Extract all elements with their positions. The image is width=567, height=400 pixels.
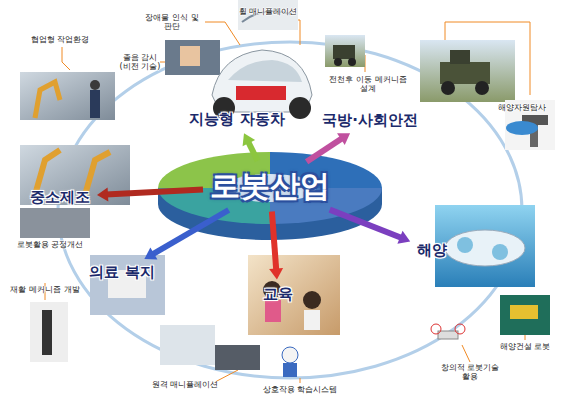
caption-label: 창의적 로봇기술 활용 [440, 363, 500, 381]
caption-label: 로봇활용 공정개선 [10, 240, 90, 249]
arrow-head [337, 133, 350, 145]
connector-arrow [330, 210, 410, 244]
connector-line [330, 210, 402, 238]
cowork-photo [20, 72, 115, 120]
connector-line [106, 190, 203, 195]
category-label: 해양 [413, 239, 451, 262]
vision-photo [165, 40, 220, 75]
donut-chart [158, 152, 382, 240]
caption-label: 해양자원탐사 [492, 103, 552, 112]
category-label: 교육 [259, 283, 297, 306]
connector-arrow [269, 211, 283, 279]
ocean-photos [435, 121, 550, 335]
arrow-head [397, 231, 410, 244]
medical-photos [30, 255, 260, 370]
caption-label: 상호작용 학습시스템 [255, 385, 345, 394]
connector-line [307, 138, 343, 162]
defense-robots [325, 35, 555, 150]
node-text: 의료 복지 [89, 263, 154, 282]
connector-line [248, 141, 258, 161]
node-text: 지능형 자동차 [189, 110, 284, 129]
arrow-head [243, 133, 256, 146]
node-text: 해양 [417, 241, 447, 260]
caption-label: 휠 매니퓰레이션 [233, 7, 303, 16]
connector-arrow [307, 133, 350, 162]
node-text: 중소제조 [30, 188, 90, 207]
connector-line [152, 210, 229, 254]
caption-label: 원격 매니퓰레이션 [150, 380, 220, 389]
education-photos [248, 255, 465, 377]
arrow-head [97, 187, 108, 201]
arrow-head [144, 247, 157, 259]
category-label: 국방·사회안전 [318, 109, 422, 132]
node-text: 로봇산업 [210, 166, 330, 207]
category-label: 중소제조 [26, 186, 94, 209]
car-illustration [212, 50, 312, 119]
node-text: 국방·사회안전 [322, 111, 418, 130]
connector-arrow [243, 133, 258, 161]
category-label: 의료 복지 [85, 261, 159, 284]
caption-label: 재활 메커니즘 개발 [7, 285, 83, 294]
caption-label: 졸음 감시 (비전 기술) [118, 53, 162, 71]
node-text: 교육 [263, 285, 293, 304]
caption-label: 장애물 인식 및 판단 [137, 13, 207, 31]
category-label: 지능형 자동차 [185, 108, 289, 131]
arrow-head [269, 268, 283, 279]
connector-arrow [144, 210, 228, 260]
caption-label: 해양건설 로봇 [495, 342, 555, 351]
hub-title: 로봇산업 [206, 164, 334, 209]
caption-label: 협업형 작업환경 [20, 35, 100, 44]
connector-line [272, 211, 276, 270]
connector-arrow [97, 187, 203, 201]
caption-label: 전천후 이동 메커니즘 설계 [328, 75, 408, 93]
